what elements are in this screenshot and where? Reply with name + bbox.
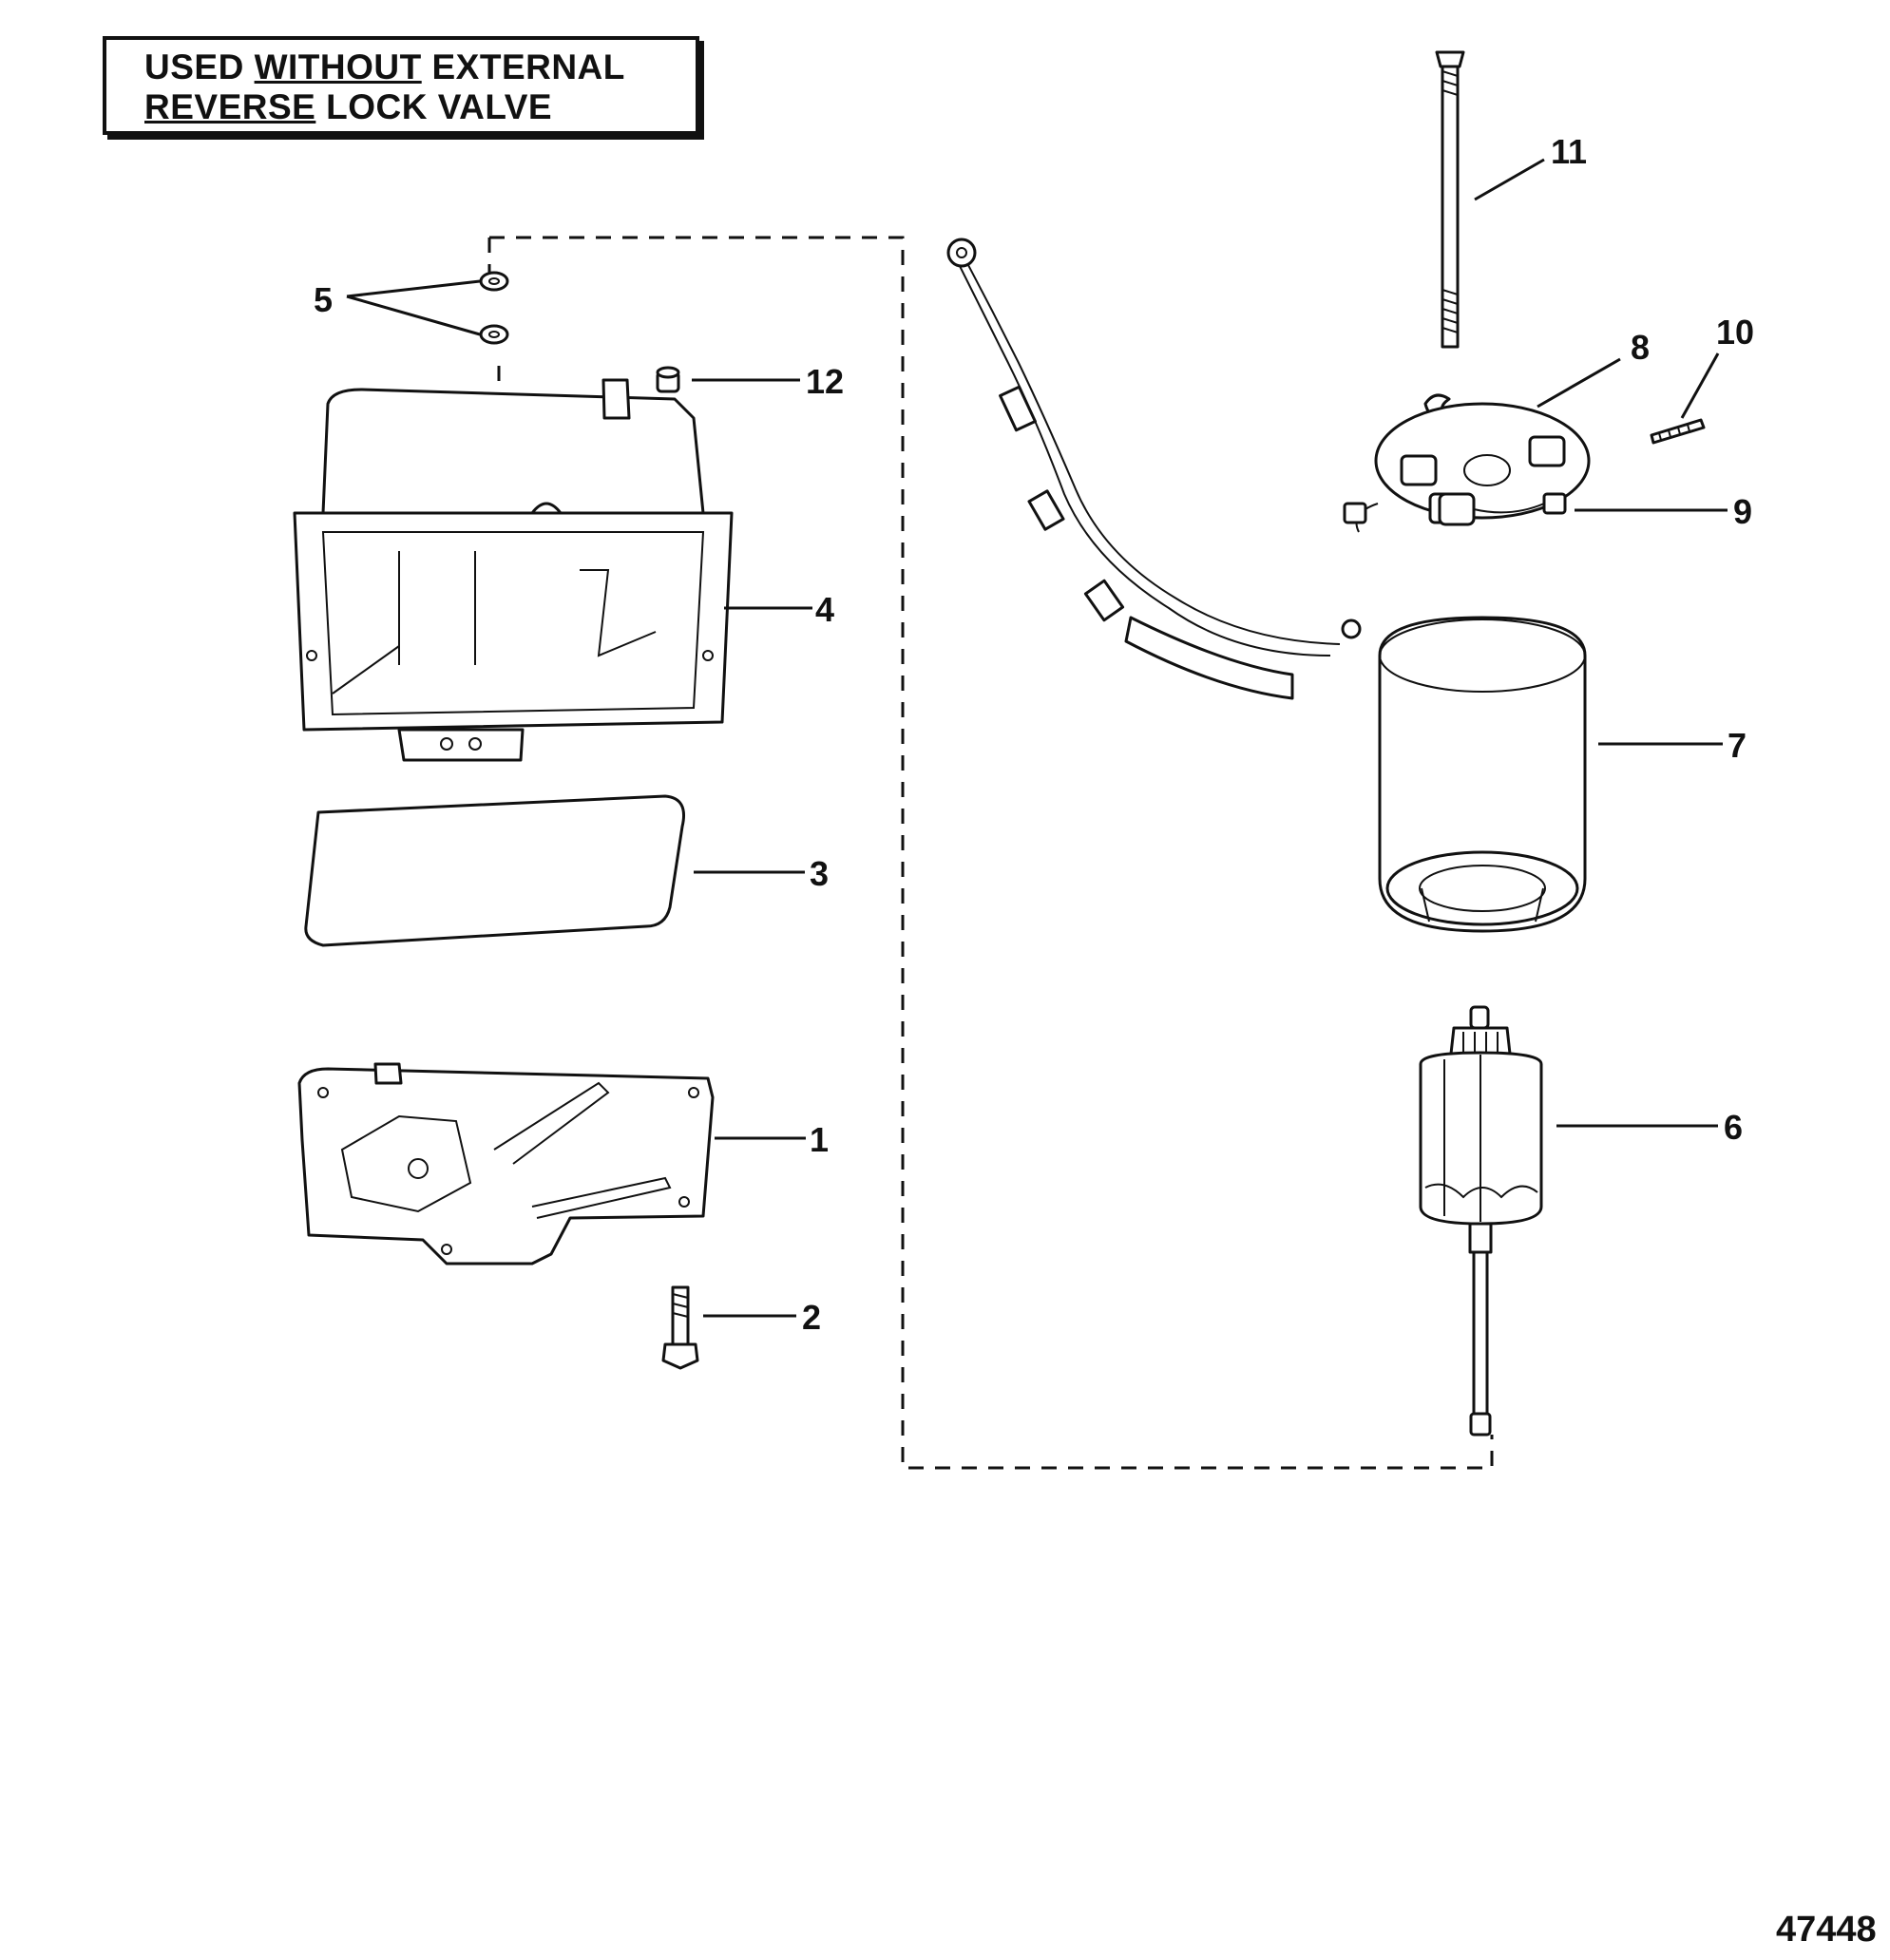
leader-line-11: [1474, 158, 1545, 201]
callout-7: 7: [1728, 726, 1747, 765]
figure-number: 47448: [1776, 1910, 1877, 1950]
callout-2: 2: [802, 1298, 821, 1337]
base-plate-part-1: [297, 1062, 715, 1265]
leader-line-8: [1537, 357, 1621, 409]
callout-6: 6: [1724, 1108, 1743, 1147]
callout-8: 8: [1631, 328, 1650, 367]
callout-5: 5: [314, 280, 333, 319]
usage-note-box: USED WITHOUT EXTERNAL REVERSE LOCK VALVE: [103, 36, 699, 135]
gasket-part-3: [304, 794, 685, 947]
callout-1: 1: [810, 1120, 829, 1159]
bolt-part-2: [661, 1285, 699, 1370]
field-frame-part-7: [946, 238, 1587, 933]
washer-part-5: [479, 271, 509, 345]
usage-note-text: LOCK VALVE: [315, 87, 553, 126]
usage-note-text: EXTERNAL: [421, 48, 625, 86]
leader-line-10: [1680, 352, 1720, 419]
usage-note-line-1: USED WITHOUT EXTERNAL: [144, 48, 696, 87]
callout-12: 12: [806, 362, 844, 401]
brush-part-9: [1438, 492, 1567, 526]
callout-10: 10: [1716, 313, 1754, 352]
callout-9: 9: [1733, 492, 1752, 531]
leader-line-5: [346, 279, 481, 336]
usage-note-line-2: REVERSE LOCK VALVE: [144, 87, 696, 127]
usage-note-text: USED: [144, 48, 255, 86]
callout-4: 4: [815, 590, 834, 629]
plug-part-12: [656, 366, 680, 393]
usage-note-emphasis: REVERSE: [144, 87, 316, 126]
callout-11: 11: [1551, 132, 1587, 171]
assembly-dashed-line: [489, 236, 1494, 1470]
usage-note-emphasis: WITHOUT: [254, 48, 422, 86]
through-bolt-part-11: [1423, 50, 1465, 421]
armature-part-6: [1419, 1005, 1543, 1437]
callout-3: 3: [810, 854, 829, 893]
housing-cover-part-4: [293, 378, 734, 762]
spring-part-10: [1650, 418, 1706, 445]
